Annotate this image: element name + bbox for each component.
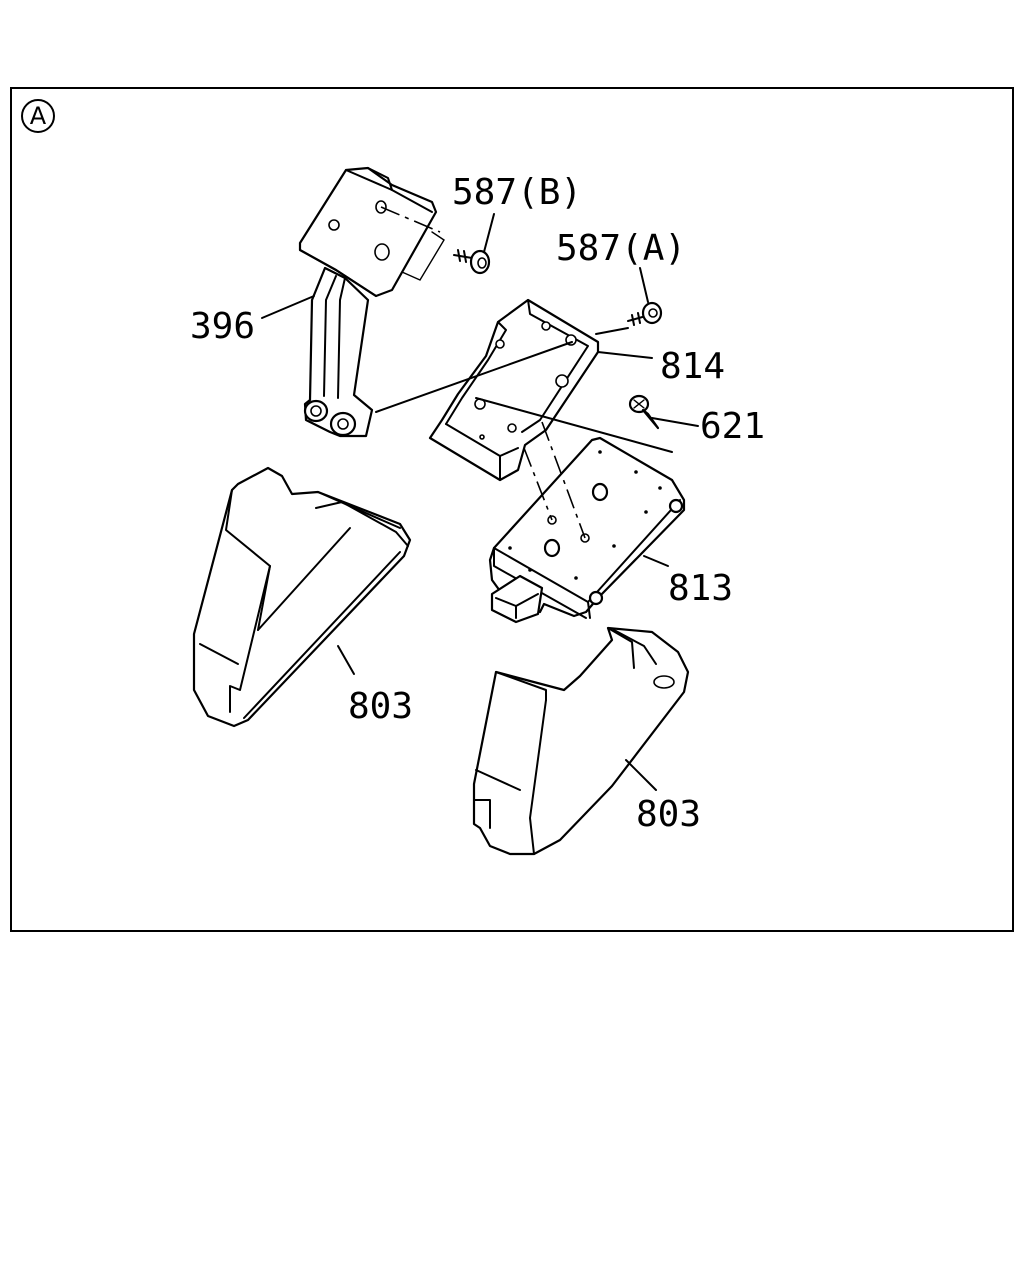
part-803-right-cover [472, 626, 690, 856]
part-814-bracket [428, 298, 600, 482]
part-587b-bolt [453, 249, 491, 275]
part-396-bracket [298, 166, 445, 438]
callout-813: 813 [668, 568, 733, 609]
part-621-screw [628, 394, 660, 430]
callout-587b: 587(B) [452, 172, 582, 213]
callout-396: 396 [190, 306, 255, 347]
view-marker-letter: A [30, 102, 47, 130]
view-marker: A [21, 99, 55, 133]
callout-814: 814 [660, 346, 725, 387]
callout-587a: 587(A) [556, 228, 686, 269]
callout-803-left: 803 [348, 686, 413, 727]
part-813-sensor-unit [488, 436, 686, 624]
callout-803-right: 803 [636, 794, 701, 835]
callout-621: 621 [700, 406, 765, 447]
diagram-frame [10, 87, 1014, 932]
leader-lines [261, 213, 699, 791]
part-587a-bolt [627, 301, 663, 326]
part-803-left-cover [192, 466, 412, 728]
assembly-lines [375, 341, 673, 539]
